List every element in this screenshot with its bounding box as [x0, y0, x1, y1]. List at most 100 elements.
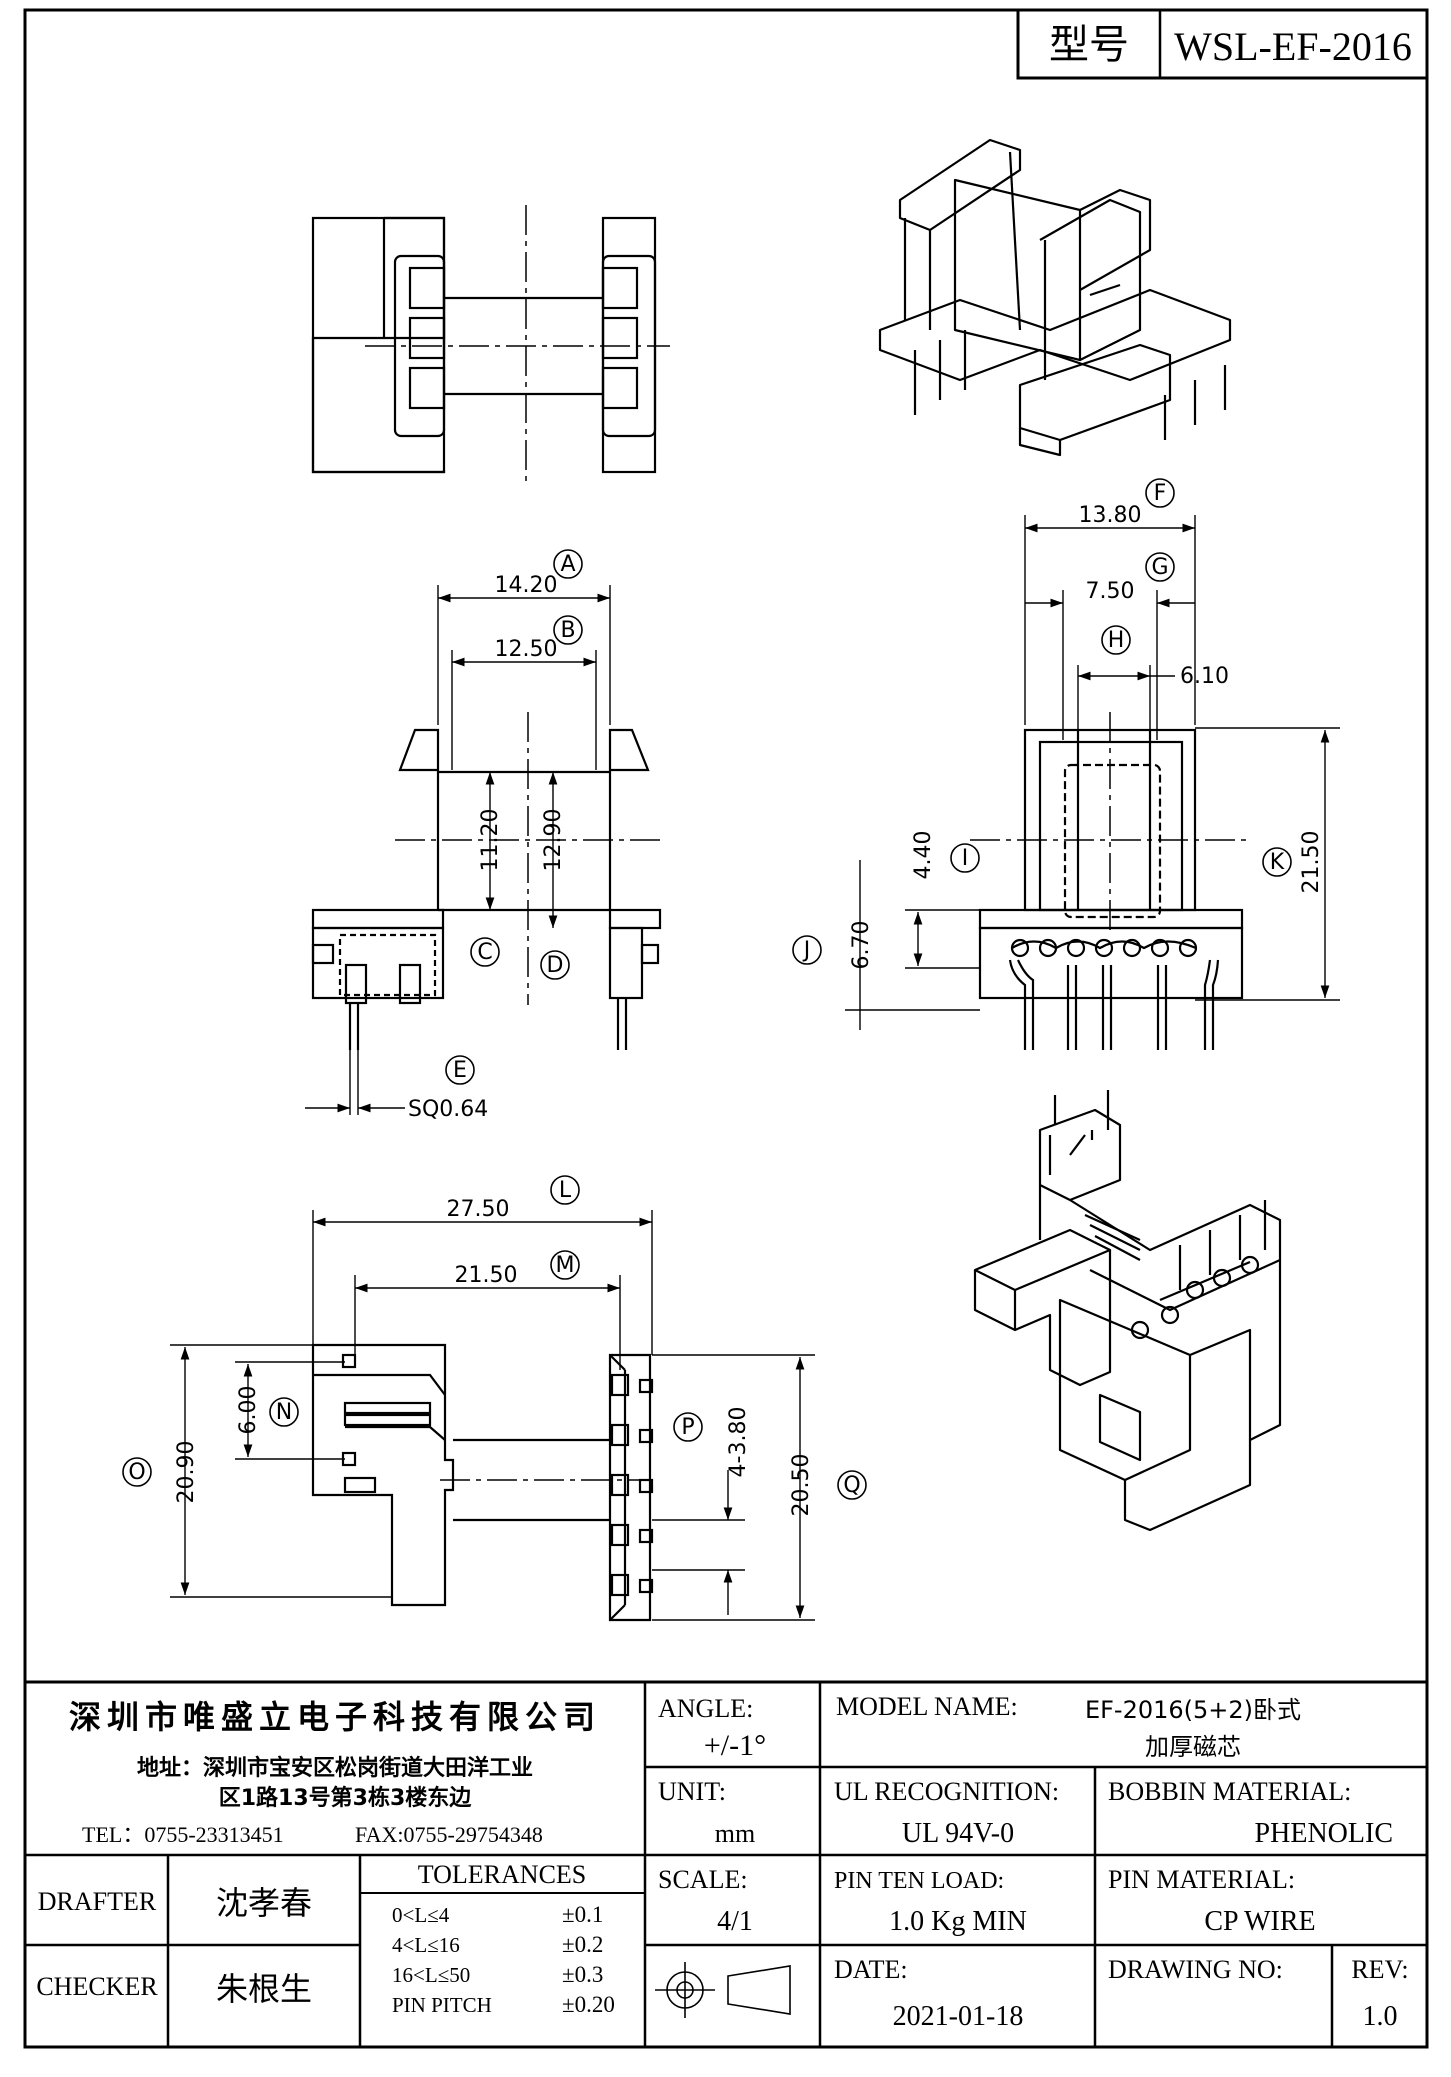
- model-header-label: 型号: [1049, 22, 1129, 68]
- balloon-d-label: D: [547, 953, 564, 978]
- dim-e-value: SQ0.64: [408, 1097, 488, 1122]
- title-block-text: 深圳市唯盛立电子科技有限公司 地址：深圳市宝安区松岗街道大田洋工业 区1路13号…: [36, 1692, 1408, 2032]
- balloon-e-label: E: [453, 1058, 467, 1083]
- company-address-2: 区1路13号第3栋3楼东边: [219, 1785, 473, 1811]
- angle-value: +/-1°: [704, 1729, 766, 1762]
- dim-d-value: 12.90: [541, 809, 566, 872]
- balloon-d: [540, 950, 570, 980]
- scale-label: SCALE:: [658, 1865, 748, 1894]
- balloon-l-label: L: [559, 1178, 572, 1203]
- model-header: 型号 WSL-EF-2016: [1016, 8, 1429, 80]
- dim-o-value: 20.90: [174, 1441, 199, 1504]
- dimension-labels: A 14.20 B 12.50 C 11.20 D 12.90 E SQ0.64…: [122, 478, 1324, 1517]
- bobbin-label: BOBBIN MATERIAL:: [1108, 1777, 1351, 1806]
- dim-c-value: 11.20: [478, 809, 503, 872]
- projection-symbol: [655, 1962, 791, 2018]
- checker-value: 朱根生: [216, 1970, 312, 2008]
- dim-p-value: 4-3.80: [726, 1407, 751, 1478]
- balloon-o: [122, 1457, 152, 1487]
- model-name-value-1: EF-2016(5+2)卧式: [1085, 1696, 1301, 1724]
- pin-material-label: PIN MATERIAL:: [1108, 1865, 1295, 1894]
- balloon-q: [837, 1470, 867, 1500]
- checker-label: CHECKER: [36, 1972, 158, 2001]
- dim-n-value: 6.00: [236, 1386, 261, 1435]
- unit-value: mm: [715, 1819, 755, 1848]
- unit-label: UNIT:: [658, 1777, 726, 1806]
- isometric-view-bottom: [973, 1090, 1282, 1532]
- balloon-k: [1262, 847, 1292, 877]
- tolerance-range-1: 0<L≤4: [392, 1903, 450, 1927]
- balloon-q-label: Q: [843, 1473, 860, 1498]
- angle-label: ANGLE:: [658, 1694, 753, 1723]
- dim-i-value: 4.40: [911, 831, 936, 880]
- dim-k-value: 21.50: [1299, 831, 1324, 894]
- tolerance-range-3: 16<L≤50: [392, 1963, 470, 1987]
- company-address-1: 地址：深圳市宝安区松岗街道大田洋工业: [137, 1755, 533, 1781]
- front-view-dimensions: [305, 585, 611, 1115]
- balloon-i: [950, 843, 980, 873]
- balloon-o-label: O: [128, 1460, 145, 1485]
- front-view: [311, 712, 662, 1050]
- title-block: [25, 1680, 1427, 2047]
- side-view: [970, 712, 1250, 1050]
- tolerance-value-2: ±0.2: [562, 1932, 603, 1957]
- balloon-f: [1145, 478, 1175, 508]
- isometric-view-top: [878, 138, 1232, 457]
- bottom-view-dimensions: [170, 1210, 815, 1621]
- model-name-value-2: 加厚磁芯: [1145, 1733, 1241, 1761]
- company-fax: FAX:0755-29754348: [355, 1822, 543, 1847]
- balloon-m-label: M: [556, 1253, 575, 1278]
- dim-m-value: 21.50: [455, 1263, 518, 1288]
- balloon-h-label: H: [1108, 628, 1125, 653]
- scale-value: 4/1: [717, 1906, 753, 1937]
- balloon-e: [445, 1055, 475, 1085]
- pin-material-value: CP WIRE: [1204, 1906, 1315, 1937]
- tolerance-value-4: ±0.20: [562, 1992, 615, 2017]
- tolerance-range-4: PIN PITCH: [392, 1993, 492, 2017]
- drafter-label: DRAFTER: [38, 1887, 157, 1916]
- side-view-dimensions: [845, 515, 1340, 1030]
- balloon-h: [1101, 625, 1131, 655]
- drafter-value: 沈孝春: [216, 1884, 312, 1922]
- bobbin-value: PHENOLIC: [1255, 1818, 1393, 1849]
- ul-label: UL RECOGNITION:: [834, 1777, 1059, 1806]
- balloon-g-label: G: [1151, 555, 1168, 580]
- dim-l-value: 27.50: [447, 1197, 510, 1222]
- rev-label: REV:: [1351, 1955, 1408, 1984]
- pin-load-label: PIN TEN LOAD:: [834, 1868, 1004, 1894]
- tolerance-range-2: 4<L≤16: [392, 1933, 460, 1957]
- balloon-f-label: F: [1154, 481, 1167, 506]
- balloon-a-label: A: [560, 552, 575, 577]
- dim-f-value: 13.80: [1079, 503, 1142, 528]
- dim-j-value: 6.70: [849, 921, 874, 970]
- sheet-border: [23, 8, 1429, 2049]
- balloon-l: [550, 1175, 580, 1205]
- dim-b-value: 12.50: [495, 637, 558, 662]
- balloon-j-label: J: [802, 938, 811, 963]
- balloon-n: [269, 1397, 299, 1427]
- tolerance-value-3: ±0.3: [562, 1962, 603, 1987]
- balloon-c: [470, 937, 500, 967]
- balloon-g: [1145, 552, 1175, 582]
- date-value: 2021-01-18: [893, 2001, 1024, 2032]
- dim-q-value: 20.50: [789, 1454, 814, 1517]
- rev-value: 1.0: [1363, 2001, 1398, 2032]
- dim-a-value: 14.20: [495, 573, 558, 598]
- model-name-label: MODEL NAME:: [836, 1692, 1018, 1721]
- balloon-a: [553, 549, 583, 579]
- balloon-m: [550, 1250, 580, 1280]
- pin-load-value: 1.0 Kg MIN: [889, 1906, 1027, 1937]
- balloon-b-label: B: [560, 618, 575, 643]
- balloon-c-label: C: [477, 940, 492, 965]
- balloon-b: [553, 615, 583, 645]
- company-name: 深圳市唯盛立电子科技有限公司: [69, 1698, 601, 1736]
- company-tel: TEL：0755-23313451: [82, 1822, 284, 1847]
- top-view: [311, 205, 670, 485]
- drawing-no-label: DRAWING NO:: [1108, 1955, 1283, 1984]
- tolerance-value-1: ±0.1: [562, 1902, 603, 1927]
- balloon-i-label: I: [962, 846, 969, 871]
- dim-h-value: 6.10: [1180, 664, 1229, 689]
- ul-value: UL 94V-0: [902, 1818, 1014, 1849]
- balloon-k-label: K: [1270, 850, 1285, 875]
